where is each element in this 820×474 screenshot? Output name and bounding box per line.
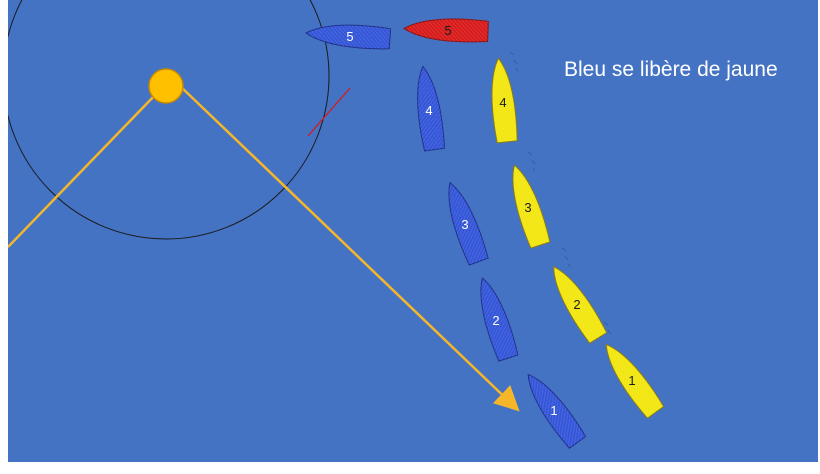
zone-circle — [8, 0, 330, 240]
blue-boat-1 — [527, 373, 587, 449]
blue-boat-texture — [448, 182, 489, 266]
boats-layer: 1 2 3 4 5 1 2 3 4 5 — [305, 18, 665, 449]
blue-boat-texture — [306, 25, 391, 49]
blue-boat-label: 5 — [346, 29, 353, 44]
yellow-boat-3 — [512, 164, 551, 249]
yellow-boat-label: 1 — [628, 373, 635, 388]
blue-boat-label: 2 — [492, 313, 499, 328]
yellow-boat-1 — [605, 343, 665, 419]
race-diagram: 1 2 3 4 5 1 2 3 4 5 Bleu se libère de jaune — [8, 0, 818, 462]
yellow-boat-label: 2 — [573, 297, 580, 312]
yellow-boat-label: 3 — [524, 200, 531, 215]
yellow-boat-texture — [512, 165, 550, 249]
course-arrow — [179, 85, 520, 412]
diagram-canvas: 1 2 3 4 5 1 2 3 4 5 — [8, 0, 665, 449]
red-boat-label: 5 — [444, 23, 451, 38]
blue-boat-texture — [528, 374, 586, 449]
blue-boat-2 — [480, 277, 519, 362]
caption: Bleu se libère de jaune — [564, 58, 778, 81]
blue-boat-label: 1 — [550, 403, 557, 418]
red-boat-texture — [404, 19, 489, 42]
blue-boat-3 — [448, 181, 489, 266]
wake-marks — [509, 51, 612, 335]
blue-boat-4 — [417, 65, 445, 152]
blue-boat-label: 3 — [461, 217, 468, 232]
blue-boat-5 — [305, 24, 392, 50]
red-indicator-line — [307, 87, 351, 137]
mark-buoy — [148, 68, 184, 104]
yellow-boat-texture — [606, 344, 664, 419]
yellow-boat-label: 4 — [499, 95, 506, 110]
yellow-boat-4 — [491, 57, 518, 144]
yellow-boat-2 — [553, 265, 608, 344]
layline-left — [8, 91, 159, 248]
blue-boat-texture — [417, 66, 445, 152]
blue-boat-texture — [480, 278, 518, 362]
yellow-boat-texture — [491, 58, 518, 143]
red-boat-5 — [403, 18, 489, 43]
yellow-boat-texture — [553, 266, 607, 344]
blue-boat-label: 4 — [425, 103, 432, 118]
